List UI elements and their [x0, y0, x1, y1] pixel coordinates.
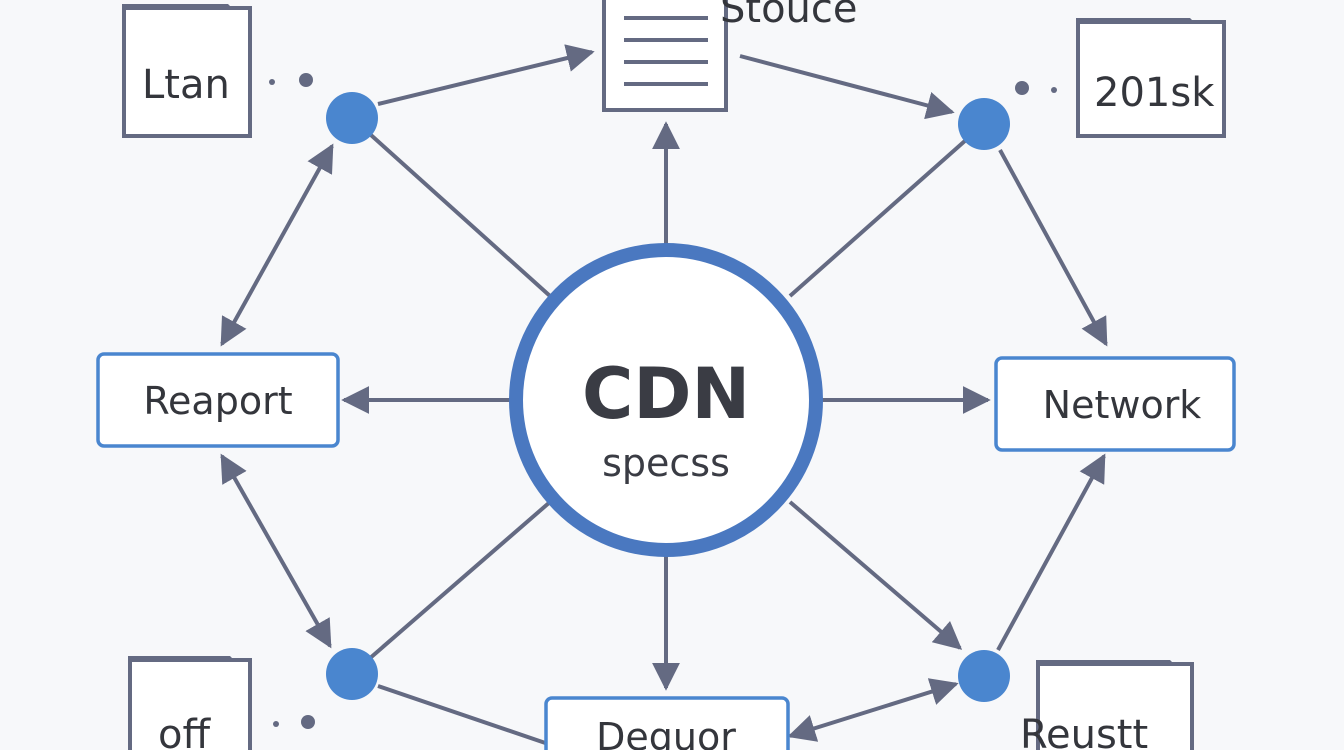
hub[interactable]: CDN specss	[509, 243, 823, 557]
edge-hub-topright-node	[788, 122, 986, 298]
folder-bottom-left-label: off	[158, 712, 211, 750]
report-box-label: Reaport	[143, 379, 292, 423]
node-bottom-right[interactable]	[958, 650, 1010, 702]
source-document[interactable]	[602, 0, 728, 112]
node-bottom-left[interactable]	[326, 648, 378, 700]
dot	[299, 73, 313, 87]
edge-bottom-box-bottomright	[787, 678, 959, 742]
bottom-box[interactable]: Deguor	[544, 696, 790, 750]
folder-top-right-label: 201sk	[1094, 70, 1215, 116]
folder-top-right[interactable]: 201sk	[1076, 18, 1226, 138]
folder-bottom-left[interactable]: off	[128, 656, 252, 750]
edge-source-to-topright	[739, 54, 955, 120]
edges	[220, 44, 1108, 750]
folder-top-left[interactable]: Ltan	[122, 4, 252, 138]
node-top-right[interactable]	[958, 98, 1010, 150]
source-label: Stouce	[720, 0, 858, 32]
edge-hub-bottomleft-node	[352, 500, 552, 674]
edge-topleft-to-source	[377, 44, 595, 106]
dot	[1015, 81, 1029, 95]
edge-topright-to-network	[998, 149, 1108, 347]
edge-hub-to-bottomright-node	[788, 500, 963, 650]
folder-bottom-right[interactable]: Reustt	[1020, 660, 1194, 750]
folder-bottom-right-label: Reustt	[1020, 712, 1148, 750]
bottom-box-label: Deguor	[596, 715, 736, 750]
dot	[301, 715, 315, 729]
hub-subtitle: specss	[602, 441, 730, 485]
edge-hub-topleft-node	[350, 116, 552, 298]
edge-report-bottomleft	[220, 453, 332, 649]
hub-title: CDN	[582, 353, 750, 435]
report-box[interactable]: Reaport	[96, 352, 340, 448]
edge-bottomleft-to-bottom-box	[377, 684, 561, 750]
dot	[273, 721, 279, 727]
network-box-label: Network	[1043, 383, 1202, 427]
folder-top-left-label: Ltan	[142, 62, 230, 108]
edge-report-topleft	[220, 143, 334, 347]
network-box[interactable]: Network	[994, 356, 1236, 452]
dot	[269, 79, 275, 85]
edge-bottomright-to-network	[996, 453, 1106, 651]
node-top-left[interactable]	[326, 92, 378, 144]
dot	[1051, 87, 1057, 93]
